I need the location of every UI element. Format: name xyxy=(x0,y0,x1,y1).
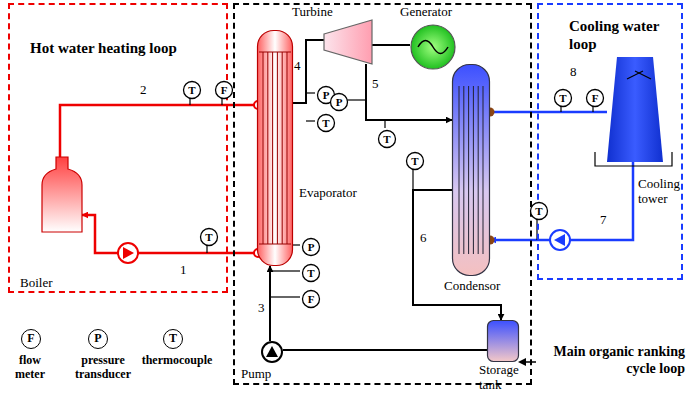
loop-title: Cooling water loop xyxy=(569,17,681,53)
pointer-arrow xyxy=(518,358,536,366)
instrument: T xyxy=(302,264,320,282)
component-label: Evaporator xyxy=(299,185,357,200)
component-label: Condensor xyxy=(444,278,500,293)
loop-region: Cooling water loopCooling towerTFT xyxy=(537,3,683,280)
instrument: T xyxy=(317,114,335,132)
cooling-tower: Cooling tower xyxy=(607,57,663,162)
instrument-letter: T xyxy=(530,202,548,220)
loop-title: Hot water heating loop xyxy=(30,39,190,57)
turbine-shape xyxy=(324,20,372,64)
pump-shape xyxy=(261,341,283,363)
instrument: T xyxy=(200,228,218,246)
loop-region: Main organic ranking cycle loopEvaporato… xyxy=(233,3,532,385)
callout-number: 5 xyxy=(372,76,379,91)
condenser: Condensor xyxy=(452,64,490,276)
instrument-letter: T xyxy=(554,89,572,107)
component-label: Cooling tower xyxy=(638,176,686,206)
callout-number: 4 xyxy=(294,58,301,73)
callout-number: 2 xyxy=(140,82,147,97)
pipe-connector xyxy=(283,349,487,351)
storage-tank-shape xyxy=(487,320,519,362)
pipe-connector xyxy=(372,44,410,46)
instrument: P xyxy=(302,238,320,256)
instrument: F xyxy=(302,290,320,308)
pipe-connector xyxy=(490,162,633,240)
component-label: Boiler xyxy=(20,275,53,290)
storage-tank: Storage tank xyxy=(487,320,519,362)
generator-shape xyxy=(410,24,456,70)
instrument-letter: P xyxy=(302,238,320,256)
instrument: T xyxy=(530,202,548,220)
instrument-letter: P xyxy=(330,93,348,111)
cooling-pump xyxy=(550,230,570,250)
instrument: T xyxy=(406,152,424,170)
instrument-letter: F xyxy=(302,290,320,308)
legend-text: pressure transducer xyxy=(60,353,146,381)
callout-number: 7 xyxy=(600,212,607,227)
instrument-letter: T xyxy=(317,114,335,132)
pipe-connector xyxy=(490,111,607,114)
pipe-connector xyxy=(269,266,271,341)
instrument: T xyxy=(378,130,396,148)
instrument-stems xyxy=(190,93,593,297)
legend-text: flow meter xyxy=(8,353,52,381)
instrument: T xyxy=(554,89,572,107)
component-label: Generator xyxy=(400,4,452,19)
component-label: Turbine xyxy=(292,4,333,19)
component-label: Storage tank xyxy=(479,362,527,392)
boiler-shape xyxy=(42,157,82,232)
callout-number: 3 xyxy=(258,300,265,315)
instrument-letter: F xyxy=(215,81,233,99)
cooling-tower-shape xyxy=(607,57,663,162)
instrument: T xyxy=(183,81,201,99)
water-pump xyxy=(118,243,138,263)
instrument-letter: T xyxy=(183,81,201,99)
pump: Pump xyxy=(261,341,283,363)
legend-text: thermocouple xyxy=(130,353,224,367)
component-label: Pump xyxy=(241,366,271,381)
pipe-connector xyxy=(82,215,257,253)
loop-title: Main organic ranking cycle loop xyxy=(540,343,685,377)
instrument-letter: F xyxy=(586,89,604,107)
turbine: Turbine xyxy=(324,20,372,64)
generator: Generator xyxy=(410,24,456,70)
callout-number: 6 xyxy=(420,230,427,245)
evaporator: Evaporator xyxy=(257,30,293,266)
instrument-letter: T xyxy=(406,152,424,170)
instrument-letter: T xyxy=(378,130,396,148)
legend-symbol: T xyxy=(163,329,183,349)
instrument-letter: T xyxy=(200,228,218,246)
condenser-shape xyxy=(452,64,490,276)
boiler: Boiler xyxy=(42,157,82,232)
callout-number: 8 xyxy=(570,64,577,79)
instrument-letter: T xyxy=(302,264,320,282)
instrument: F xyxy=(586,89,604,107)
evaporator-shape xyxy=(257,30,293,266)
pipe-connector xyxy=(366,64,452,120)
loop-region: Hot water heating loopBoilerTFT xyxy=(8,3,228,293)
callout-number: 1 xyxy=(180,262,187,277)
instrument: P xyxy=(330,93,348,111)
legend-symbol: F xyxy=(21,329,41,349)
legend-symbol: P xyxy=(88,329,108,349)
instrument: F xyxy=(215,81,233,99)
